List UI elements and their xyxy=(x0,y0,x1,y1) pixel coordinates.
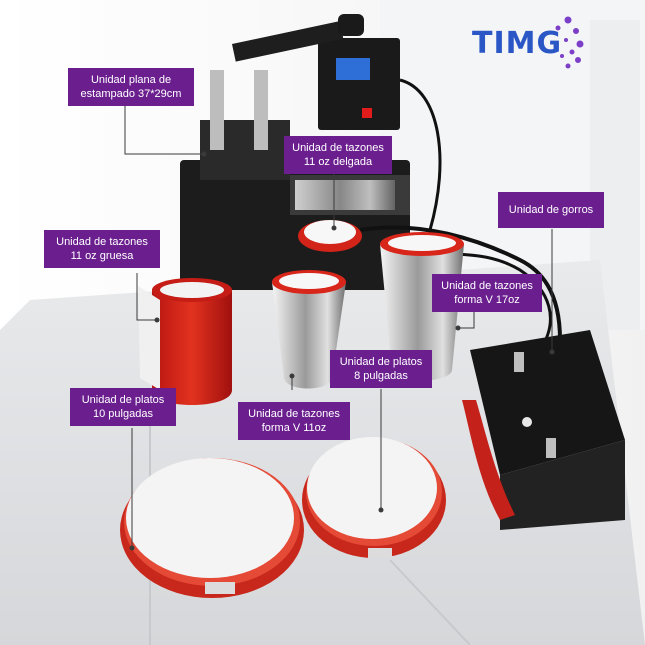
callout-plate-10-line2: 10 pulgadas xyxy=(93,408,153,420)
callout-plate-10: Unidad de platos 10 pulgadas xyxy=(70,388,176,426)
callout-cap-unit: Unidad de gorros xyxy=(498,192,604,228)
callout-mug-thick-line1: Unidad de tazones xyxy=(56,236,148,248)
callout-mug-thick: Unidad de tazones 11 oz gruesa xyxy=(44,230,160,268)
callout-mug-v17-line1: Unidad de tazones xyxy=(441,280,533,292)
callout-plate-10-line1: Unidad de platos xyxy=(81,394,165,406)
callout-plate-8-line1: Unidad de platos xyxy=(339,356,423,368)
callout-flat-line1: Unidad plana de xyxy=(90,74,172,86)
callout-mug-thin-line1: Unidad de tazones xyxy=(292,142,384,154)
callout-plate-8-line2: 8 pulgadas xyxy=(354,370,408,382)
callout-mug-v17: Unidad de tazones forma V 17oz xyxy=(432,274,542,312)
callout-flat-line2: estampado 37*29cm xyxy=(80,88,182,100)
callout-flat-unit: Unidad plana de estampado 37*29cm xyxy=(68,68,194,106)
callout-mug-v11-line2: forma V 11oz xyxy=(261,422,327,434)
callout-mug-thick-line2: 11 oz gruesa xyxy=(70,250,134,262)
callout-cap-line1: Unidad de gorros xyxy=(508,204,594,216)
brand-logo-dots-icon xyxy=(555,16,584,69)
brand-logo-text: TIMG xyxy=(472,26,563,61)
callout-mug-v17-line2: forma V 17oz xyxy=(454,294,520,306)
callout-mug-thin-line2: 11 oz delgada xyxy=(303,156,373,168)
callout-plate-8: Unidad de platos 8 pulgadas xyxy=(330,350,432,388)
callout-mug-v11-line1: Unidad de tazones xyxy=(248,408,340,420)
callout-mug-v11: Unidad de tazones forma V 11oz xyxy=(238,402,350,440)
callout-mug-thin: Unidad de tazones 11 oz delgada xyxy=(284,136,392,174)
